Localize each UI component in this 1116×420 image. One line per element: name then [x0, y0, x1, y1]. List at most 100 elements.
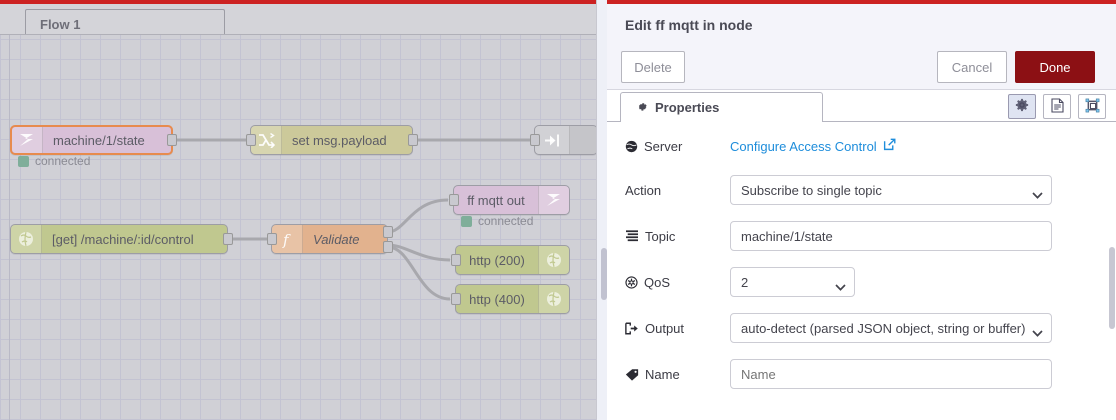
- gear-icon: [635, 100, 648, 116]
- mqtt-icon: [538, 186, 569, 214]
- node-http-response-200[interactable]: http (200): [455, 245, 570, 275]
- flow-canvas-area: Flow 1: [0, 0, 600, 420]
- panel-vertical-scrollbar[interactable]: [1109, 247, 1115, 329]
- function-icon: f: [272, 225, 303, 253]
- action-label: Action: [625, 183, 730, 198]
- node-input-port[interactable]: [267, 233, 277, 245]
- node-input-port[interactable]: [530, 134, 540, 146]
- panel-toolbar: Delete Cancel Done: [607, 45, 1116, 90]
- name-label: Name: [625, 367, 730, 382]
- globe-icon: [625, 140, 638, 153]
- properties-form: Server Configure Access Control: [607, 123, 1116, 420]
- form-row-action: Action Subscribe to single topic: [625, 175, 1097, 205]
- delete-button[interactable]: Delete: [621, 51, 685, 83]
- node-status-mqtt-in: connected: [18, 154, 90, 168]
- tag-icon: [625, 368, 639, 381]
- form-row-topic: Topic: [625, 221, 1097, 251]
- topic-label-text: Topic: [645, 228, 676, 244]
- node-http-in[interactable]: [get] /machine/:id/control: [10, 224, 228, 254]
- configure-access-control-link-text: Configure Access Control: [730, 138, 877, 154]
- topic-input[interactable]: [730, 221, 1052, 251]
- name-label-text: Name: [645, 366, 680, 382]
- panel-header: Edit ff mqtt in node: [607, 4, 1116, 45]
- node-function[interactable]: f Validate: [271, 224, 388, 254]
- topic-label: Topic: [625, 229, 730, 244]
- form-row-name: Name: [625, 359, 1097, 389]
- action-select-wrapper: Subscribe to single topic: [730, 175, 1052, 205]
- status-dot: [18, 155, 29, 167]
- done-button-label: Done: [1039, 59, 1071, 75]
- node-label: ff mqtt out: [467, 192, 525, 208]
- server-label: Server: [625, 139, 730, 154]
- globe-icon: [11, 225, 42, 253]
- node-input-port[interactable]: [451, 293, 461, 305]
- output-select[interactable]: auto-detect (parsed JSON object, string …: [730, 313, 1052, 343]
- qos-label: QoS: [625, 275, 730, 290]
- asterisk-circle-icon: [625, 275, 638, 289]
- sign-out-icon: [625, 322, 639, 335]
- node-output-port[interactable]: [408, 134, 418, 146]
- flow-tab-label: Flow 1: [40, 17, 81, 32]
- configure-access-control-link[interactable]: Configure Access Control: [730, 138, 896, 154]
- panel-resize-handle[interactable]: [596, 0, 607, 420]
- flow-grid[interactable]: machine/1/state connected set msg.payloa: [0, 35, 600, 420]
- node-mqtt-out[interactable]: ff mqtt out: [453, 185, 570, 215]
- output-label-text: Output: [645, 320, 685, 336]
- delete-button-label: Delete: [634, 59, 672, 75]
- action-select[interactable]: Subscribe to single topic: [730, 175, 1052, 205]
- node-label: [get] /machine/:id/control: [52, 231, 194, 247]
- tab-properties[interactable]: Properties: [620, 92, 823, 122]
- external-link-icon: [883, 138, 896, 154]
- appearance-icon-button[interactable]: [1078, 94, 1106, 119]
- node-input-port[interactable]: [246, 134, 256, 146]
- panel-title: Edit ff mqtt in node: [625, 16, 753, 33]
- node-change[interactable]: set msg.payload: [250, 125, 413, 155]
- node-output-port-2[interactable]: [383, 241, 393, 253]
- status-dot: [461, 215, 472, 227]
- qos-label-text: QoS: [644, 274, 671, 290]
- cancel-button-label: Cancel: [951, 59, 993, 75]
- action-label-text: Action: [625, 182, 662, 198]
- done-button[interactable]: Done: [1015, 51, 1095, 83]
- mqtt-icon: [12, 127, 43, 153]
- node-label: set msg.payload: [292, 132, 387, 148]
- document-icon: [1050, 97, 1064, 116]
- list-icon: [625, 230, 639, 242]
- name-input[interactable]: [730, 359, 1052, 389]
- node-output-port-1[interactable]: [383, 226, 393, 238]
- globe-icon: [538, 285, 569, 313]
- globe-icon: [538, 246, 569, 274]
- node-label: http (400): [469, 291, 525, 307]
- output-label: Output: [625, 321, 730, 336]
- cancel-button[interactable]: Cancel: [937, 51, 1007, 83]
- debug-icon: [535, 126, 570, 154]
- form-row-server: Server Configure Access Control: [625, 131, 1097, 161]
- gear-icon: [1015, 98, 1029, 115]
- qos-select[interactable]: 2: [730, 267, 855, 297]
- canvas-vertical-scrollbar[interactable]: [601, 248, 607, 300]
- node-status-mqtt-out: connected: [461, 214, 533, 228]
- node-debug[interactable]: [534, 125, 598, 155]
- flow-tab-bar: Flow 1: [0, 0, 600, 39]
- node-mqtt-in[interactable]: machine/1/state: [10, 125, 173, 155]
- node-input-port[interactable]: [451, 254, 461, 266]
- change-icon: [251, 126, 282, 154]
- node-http-response-400[interactable]: http (400): [455, 284, 570, 314]
- node-input-port[interactable]: [449, 194, 459, 206]
- appearance-icon: [1085, 98, 1100, 116]
- gear-icon-button[interactable]: [1008, 94, 1036, 119]
- edit-node-panel: Edit ff mqtt in node Delete Cancel Done: [607, 0, 1116, 420]
- form-row-output: Output auto-detect (parsed JSON object, …: [625, 313, 1097, 343]
- panel-tab-bar: Properties: [607, 90, 1116, 122]
- node-label: Validate: [313, 231, 360, 247]
- tab-properties-label: Properties: [655, 100, 720, 115]
- node-label: machine/1/state: [53, 132, 145, 148]
- node-output-port[interactable]: [223, 233, 233, 245]
- node-label: http (200): [469, 252, 525, 268]
- status-text: connected: [35, 154, 91, 168]
- document-icon-button[interactable]: [1043, 94, 1071, 119]
- node-output-port[interactable]: [167, 134, 177, 146]
- status-text: connected: [478, 214, 534, 228]
- svg-text:f: f: [282, 231, 291, 248]
- server-label-text: Server: [644, 138, 683, 154]
